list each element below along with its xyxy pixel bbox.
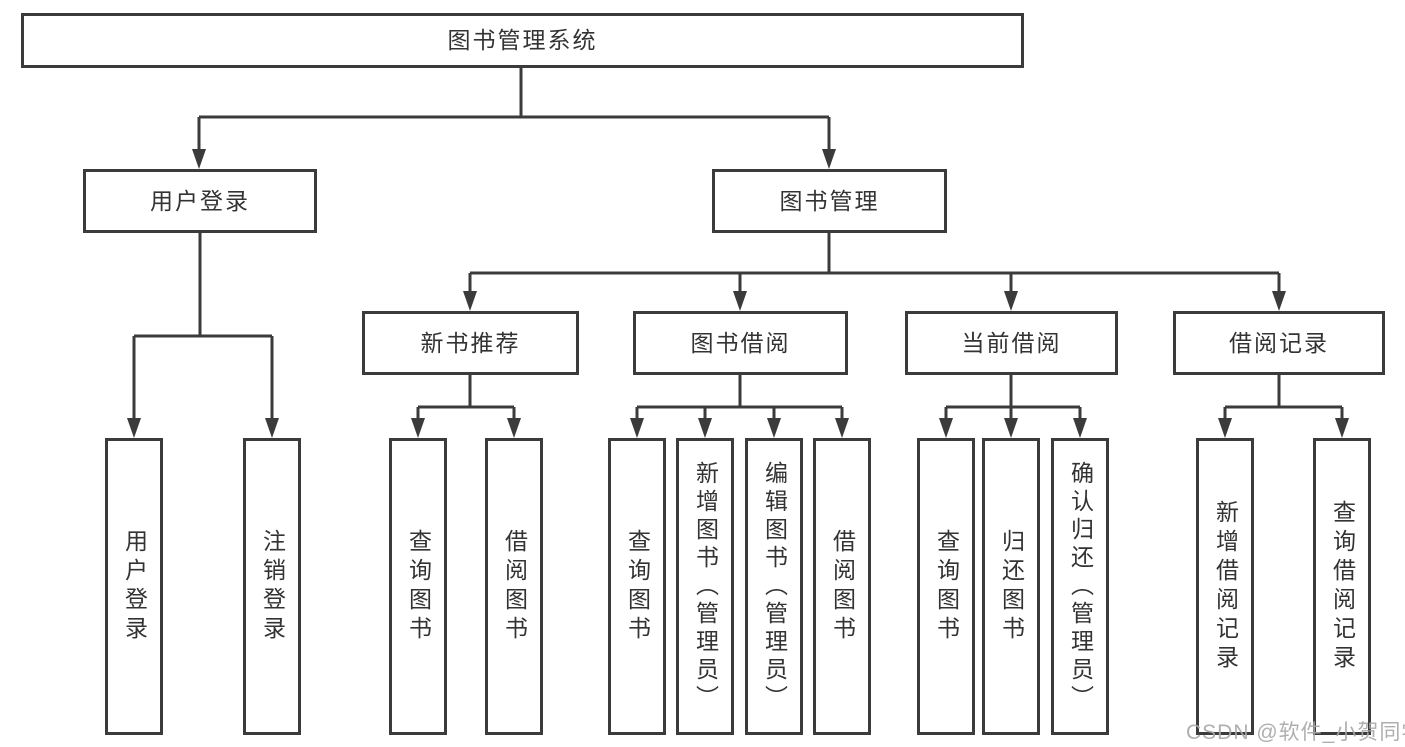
leaf-user-login-label: 用户登录: [121, 528, 148, 645]
leaf-query-books-borrow: 查询图书: [608, 438, 666, 735]
leaf-add-books-admin-label: 新增图书（管理员）: [692, 460, 719, 713]
leaf-add-borrow-record-label: 新增借阅记录: [1212, 499, 1239, 674]
leaf-query-books-borrow-label: 查询图书: [624, 528, 651, 645]
leaf-borrow-books-label: 借阅图书: [829, 528, 856, 645]
leaf-confirm-return-admin-label: 确认归还（管理员）: [1067, 460, 1094, 713]
leaf-borrow-books-recommend-label: 借阅图书: [501, 528, 528, 645]
node-new-book-recommend: 新书推荐: [362, 311, 579, 375]
node-library-management-system: 图书管理系统: [21, 13, 1024, 68]
leaf-return-books: 归还图书: [982, 438, 1040, 735]
connector-root-to-level2: [192, 68, 836, 169]
connector-user-login-to-leaves: [127, 233, 279, 438]
leaf-edit-books-admin-label: 编辑图书（管理员）: [761, 460, 788, 713]
node-book-borrow: 图书借阅: [633, 311, 848, 375]
csdn-watermark: CSDN @软件_小贺同学: [1186, 721, 1405, 744]
leaf-return-books-label: 归还图书: [998, 528, 1025, 645]
connector-current-borrow-to-leaves: [939, 375, 1087, 438]
connector-book-management-to-level3: [463, 233, 1286, 311]
leaf-query-books-current: 查询图书: [917, 438, 975, 735]
leaf-query-books-recommend: 查询图书: [389, 438, 447, 735]
leaf-borrow-books-recommend: 借阅图书: [485, 438, 543, 735]
node-current-borrow: 当前借阅: [905, 311, 1118, 375]
connector-borrow-records-to-leaves: [1218, 375, 1349, 438]
leaf-user-login: 用户登录: [105, 438, 163, 735]
leaf-confirm-return-admin: 确认归还（管理员）: [1051, 438, 1109, 735]
node-user-login: 用户登录: [83, 169, 317, 233]
leaf-query-books-recommend-label: 查询图书: [405, 528, 432, 645]
node-book-management: 图书管理: [712, 169, 947, 233]
leaf-add-books-admin: 新增图书（管理员）: [676, 438, 734, 735]
leaf-add-borrow-record: 新增借阅记录: [1196, 438, 1254, 735]
connector-book-borrow-to-leaves: [630, 375, 849, 438]
connector-new-book-recommend-to-leaves: [411, 375, 521, 438]
leaf-logout-label: 注销登录: [259, 528, 286, 645]
leaf-edit-books-admin: 编辑图书（管理员）: [745, 438, 803, 735]
leaf-query-borrow-record-label: 查询借阅记录: [1329, 499, 1356, 674]
leaf-query-borrow-record: 查询借阅记录: [1313, 438, 1371, 735]
leaf-logout: 注销登录: [243, 438, 301, 735]
leaf-borrow-books: 借阅图书: [813, 438, 871, 735]
leaf-query-books-current-label: 查询图书: [933, 528, 960, 645]
node-borrow-records: 借阅记录: [1173, 311, 1385, 375]
